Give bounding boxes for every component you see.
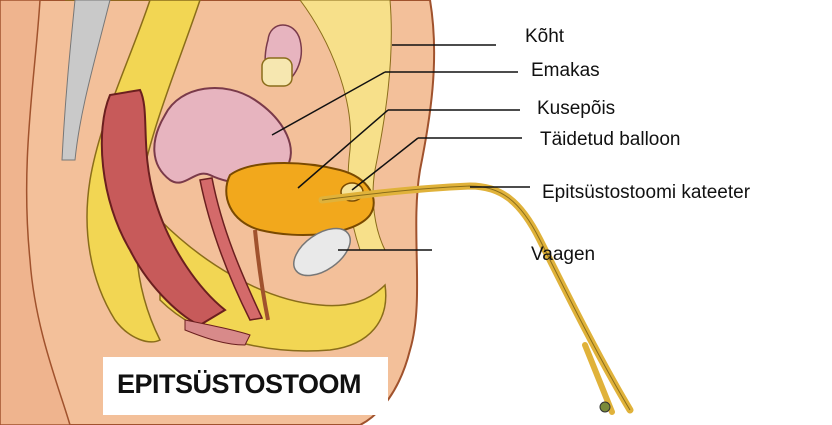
catheter-clamp xyxy=(600,402,610,412)
diagram-title: EPITSÜSTOSTOOM xyxy=(117,371,361,398)
ovary xyxy=(262,58,292,86)
label-abdomen: Kõht xyxy=(525,27,564,46)
label-uterus: Emakas xyxy=(531,61,600,80)
label-pelvis: Vaagen xyxy=(531,245,595,264)
label-filled-balloon: Täidetud balloon xyxy=(540,130,681,149)
label-catheter: Epitsüstostoomi kateeter xyxy=(542,183,750,202)
label-bladder: Kusepõis xyxy=(537,99,615,118)
